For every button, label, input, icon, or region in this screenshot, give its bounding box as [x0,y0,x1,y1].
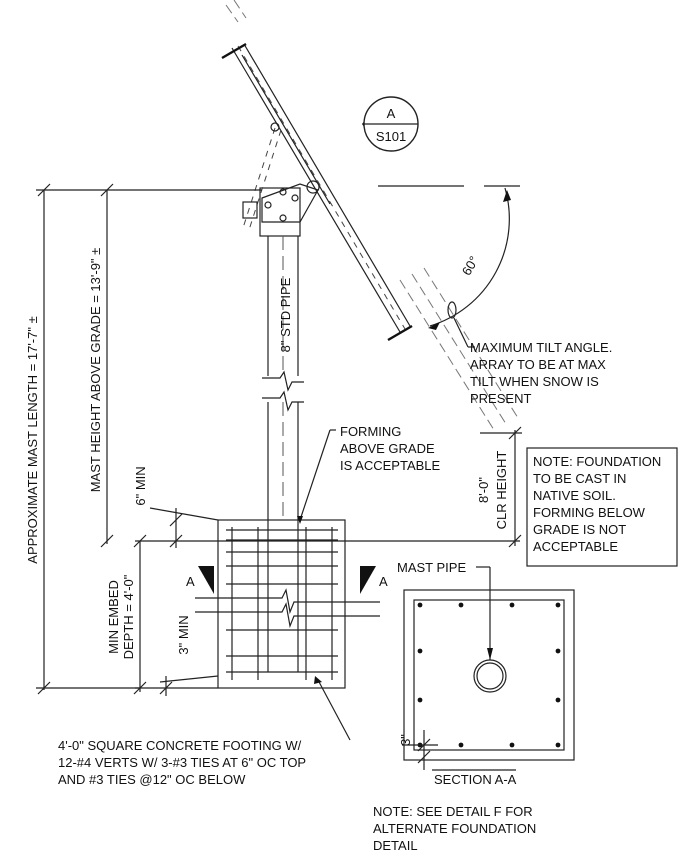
mast-height-label: MAST HEIGHT ABOVE GRADE = 13'-9" ± [88,248,103,493]
footing-note-line: 4'-0" SQUARE CONCRETE FOOTING W/ [58,738,302,753]
detail-f-note-line: NOTE: SEE DETAIL F FOR [373,804,533,819]
foundation-note-line: GRADE IS NOT [533,522,626,537]
dimension-lines [36,183,522,696]
tilt-note-line: ARRAY TO BE AT MAX [470,357,606,372]
forming-note-line: ABOVE GRADE [340,441,435,456]
footing-note-line: 12-#4 VERTS W/ 3-#3 TIES AT 6" OC TOP [58,755,306,770]
foundation-note-line: TO BE CAST IN [533,471,626,486]
section-letter-right: A [379,574,388,589]
min-embed-line1: MIN EMBED [106,580,121,654]
section-aa-title: SECTION A-A [434,772,517,787]
forming-note-line: FORMING [340,424,401,439]
six-min-label: 6" MIN [133,466,148,505]
foundation-note-line: NATIVE SOIL. [533,488,616,503]
callout-letter: A [387,106,396,121]
mast-pipe-label: MAST PIPE [397,560,466,575]
three-in-label: 3" [398,734,413,746]
array-panel [221,0,413,342]
clr-height-line1: 8'-0" [476,477,491,503]
section-callout-a-s101: A S101 [362,96,419,152]
mast-head-bracket [242,122,320,237]
leaders [297,301,678,741]
std-pipe-label: 8" STD PIPE [278,277,293,352]
foundation-note-line: ACCEPTABLE [533,539,618,554]
mast-pipe-elevation [262,236,304,520]
labels: APPROXIMATE MAST LENGTH = 17'-7" ± MAST … [25,248,661,853]
forming-note-line: IS ACCEPTABLE [340,458,441,473]
detail-f-note-line: DETAIL [373,838,418,853]
min-embed-line2: DEPTH = 4'-0" [121,574,136,659]
detail-f-note-line: ALTERNATE FOUNDATION [373,821,536,836]
approx-mast-length-label: APPROXIMATE MAST LENGTH = 17'-7" ± [25,316,40,563]
section-a-a [402,566,575,771]
clr-height-line2: CLR HEIGHT [494,451,509,530]
tilt-note-line: PRESENT [470,391,531,406]
section-letter-left: A [186,574,195,589]
tilt-note-line: TILT WHEN SNOW IS [470,374,599,389]
callout-sheet: S101 [376,129,406,144]
footing-elevation [135,519,520,689]
footing-note-line: AND #3 TIES @12" OC BELOW [58,772,246,787]
three-min-label: 3" MIN [176,615,191,654]
foundation-note-line: FORMING BELOW [533,505,646,520]
foundation-note-line: NOTE: FOUNDATION [533,454,661,469]
tilt-note-line: MAXIMUM TILT ANGLE. [470,340,612,355]
angle-label: 60° [459,253,482,278]
